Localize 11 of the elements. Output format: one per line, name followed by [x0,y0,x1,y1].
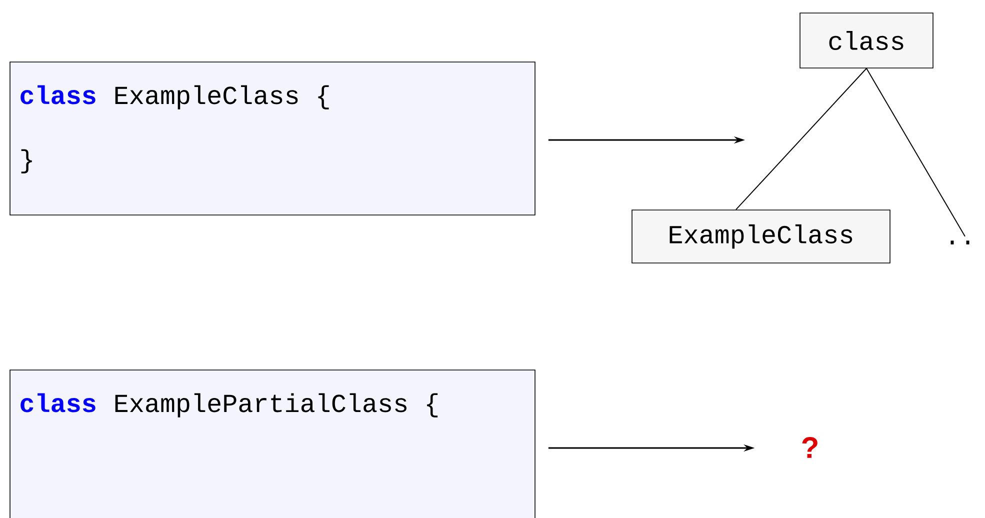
tree-branch [866,68,966,237]
code-text: } [21,149,32,174]
tree-node-box: ExampleClass [632,210,890,264]
ellipsis-text: .. [950,240,970,244]
tree-branch [736,68,867,210]
code-text: ExampleClass { [115,85,329,110]
question-mark: ? [802,437,818,458]
keyword: class [20,85,96,104]
code-text: ExamplePartialClass { [115,393,438,418]
keyword: class [20,393,96,412]
tree-node-box: class [800,12,934,68]
